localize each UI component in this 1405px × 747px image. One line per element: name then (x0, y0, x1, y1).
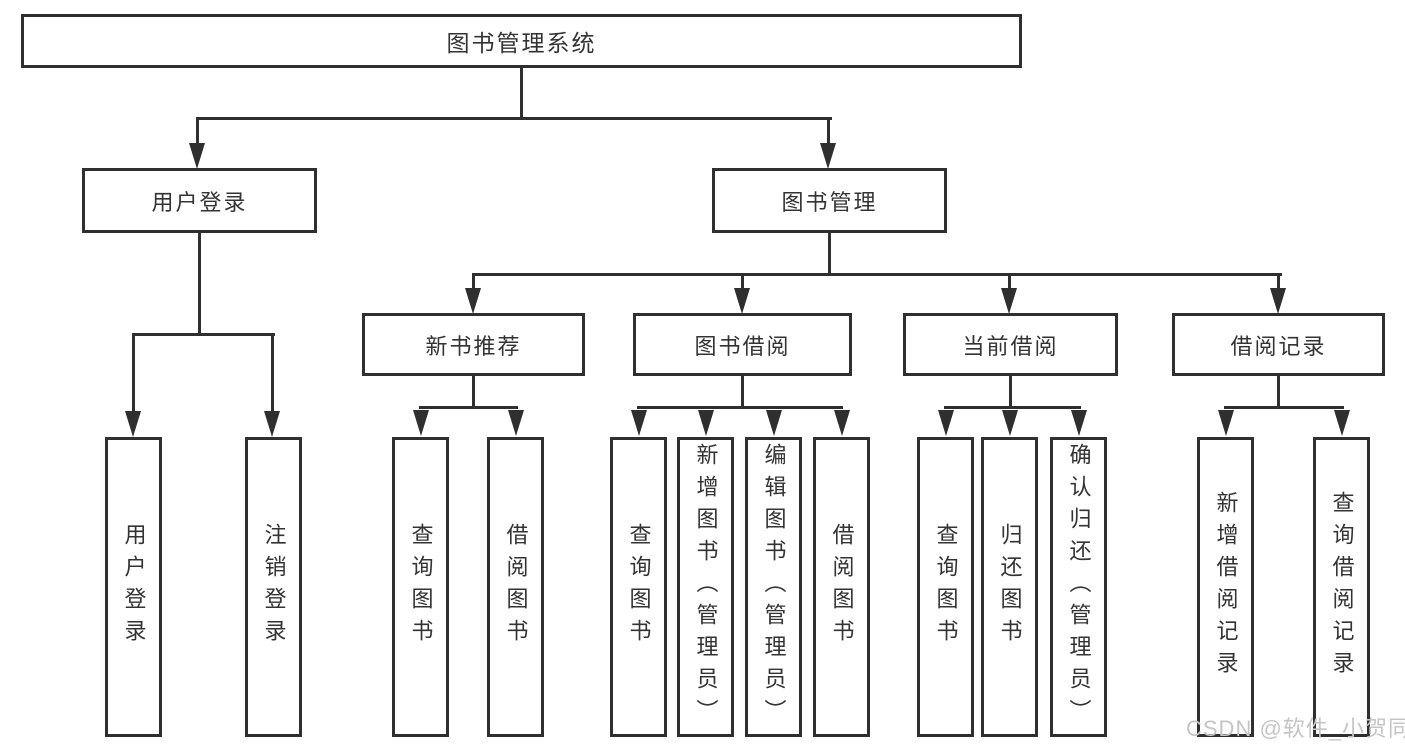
watermark: CSDN @软件_小贺同学 (1186, 716, 1405, 741)
node-book-borrow-label: 图书借阅 (694, 333, 791, 359)
connector-line (472, 273, 1282, 276)
arrow-down-icon (465, 288, 481, 314)
leaf-confirm-return-admin: 确认归还（管理员） (1050, 437, 1107, 737)
arrow-down-icon (698, 410, 714, 436)
arrow-down-icon (938, 410, 954, 436)
leaf-borrow-books-1-label: 借阅图书 (503, 523, 529, 651)
connector-line (419, 406, 518, 409)
node-new-book-recommend: 新书推荐 (362, 313, 585, 376)
leaf-query-books-2: 查询图书 (610, 437, 667, 737)
leaf-edit-book-admin: 编辑图书（管理员） (745, 437, 802, 737)
arrow-down-icon (125, 411, 141, 437)
arrow-down-icon (508, 410, 524, 436)
node-library-system-label: 图书管理系统 (446, 30, 597, 56)
leaf-add-borrow-record: 新增借阅记录 (1197, 437, 1254, 737)
leaf-query-borrow-record-label: 查询借阅记录 (1329, 491, 1355, 683)
connector-line (827, 117, 830, 145)
connector-line (1008, 273, 1011, 290)
leaf-return-book: 归还图书 (981, 437, 1038, 737)
arrow-down-icon (413, 410, 429, 436)
arrow-down-icon (766, 410, 782, 436)
arrow-down-icon (1334, 410, 1350, 436)
leaf-logout-label: 注销登录 (261, 523, 287, 651)
leaf-add-borrow-record-label: 新增借阅记录 (1213, 491, 1239, 683)
leaf-query-books-3-label: 查询图书 (933, 523, 959, 651)
connector-line (1277, 375, 1280, 409)
leaf-logout: 注销登录 (245, 437, 302, 737)
node-borrow-records: 借阅记录 (1172, 313, 1385, 376)
node-new-book-recommend-label: 新书推荐 (425, 333, 522, 359)
node-book-management-label: 图书管理 (781, 189, 878, 215)
node-current-borrow-label: 当前借阅 (962, 333, 1059, 359)
leaf-borrow-books-1: 借阅图书 (487, 437, 544, 737)
connector-line (196, 117, 199, 145)
leaf-query-books-1: 查询图书 (392, 437, 449, 737)
connector-line (741, 273, 744, 290)
node-user-login: 用户登录 (82, 168, 317, 233)
connector-line (197, 117, 832, 120)
leaf-query-borrow-record: 查询借阅记录 (1313, 437, 1370, 737)
connector-line (828, 233, 831, 276)
connector-line (944, 406, 1081, 409)
arrow-down-icon (734, 288, 750, 314)
connector-line (472, 273, 475, 290)
connector-line (198, 233, 201, 336)
leaf-borrow-books-2: 借阅图书 (813, 437, 870, 737)
leaf-query-books-3: 查询图书 (917, 437, 974, 737)
arrow-down-icon (264, 411, 280, 437)
leaf-edit-book-admin-label: 编辑图书（管理员） (761, 443, 787, 731)
connector-line (132, 333, 275, 336)
leaf-confirm-return-admin-label: 确认归还（管理员） (1066, 443, 1092, 731)
node-user-login-label: 用户登录 (151, 189, 248, 215)
connector-line (741, 375, 744, 409)
arrow-down-icon (189, 143, 205, 169)
node-current-borrow: 当前借阅 (903, 313, 1118, 376)
arrow-down-icon (1001, 288, 1017, 314)
connector-line (1224, 406, 1344, 409)
leaf-return-book-label: 归还图书 (997, 523, 1023, 651)
arrow-down-icon (1002, 410, 1018, 436)
arrow-down-icon (820, 143, 836, 169)
arrow-down-icon (1218, 410, 1234, 436)
leaf-query-books-2-label: 查询图书 (626, 523, 652, 651)
leaf-add-book-admin: 新增图书（管理员） (677, 437, 734, 737)
node-book-borrow: 图书借阅 (633, 313, 852, 376)
leaf-user-login-label: 用户登录 (121, 523, 147, 651)
node-library-system: 图书管理系统 (21, 14, 1022, 68)
connector-line (1277, 273, 1280, 290)
connector-line (472, 375, 475, 409)
arrow-down-icon (1071, 410, 1087, 436)
leaf-user-login: 用户登录 (105, 437, 162, 737)
node-borrow-records-label: 借阅记录 (1230, 333, 1327, 359)
arrow-down-icon (631, 410, 647, 436)
connector-line (520, 66, 523, 120)
node-book-management: 图书管理 (712, 168, 947, 233)
connector-line (271, 333, 274, 413)
connector-line (637, 406, 843, 409)
connector-line (132, 333, 135, 413)
connector-line (1009, 375, 1012, 409)
leaf-borrow-books-2-label: 借阅图书 (829, 523, 855, 651)
leaf-add-book-admin-label: 新增图书（管理员） (693, 443, 719, 731)
arrow-down-icon (1270, 288, 1286, 314)
leaf-query-books-1-label: 查询图书 (408, 523, 434, 651)
arrow-down-icon (834, 410, 850, 436)
